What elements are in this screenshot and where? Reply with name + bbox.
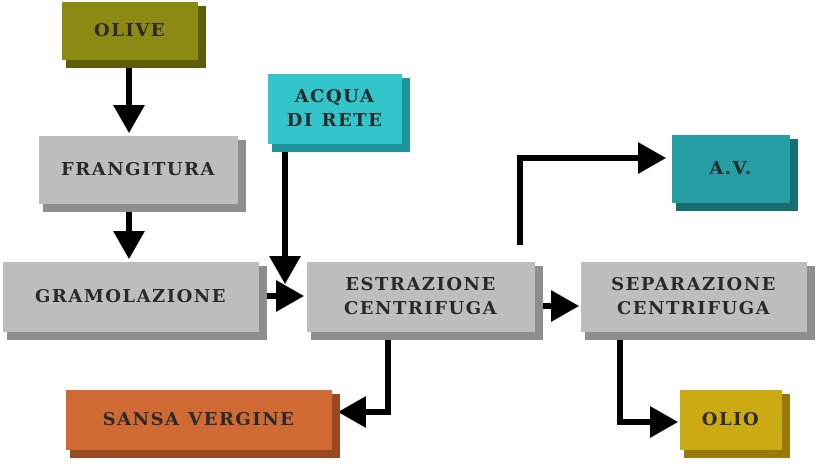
node-gramolazione-label: GRAMOLAZIONE	[3, 262, 259, 332]
node-frangitura: FRANGITURA	[39, 136, 246, 212]
node-frangitura-label: FRANGITURA	[39, 136, 238, 204]
node-olive: OLIVE	[62, 2, 206, 68]
node-acqua-di-rete-label: ACQUA DI RETE	[268, 74, 402, 144]
arrow-acqua-to-estrazione-head	[269, 256, 301, 284]
arrow-frangitura-to-gramolazione	[113, 212, 145, 259]
node-olio: OLIO	[680, 390, 790, 458]
arrow-gramolazione-to-estrazione	[266, 280, 304, 312]
node-acqua-di-rete: ACQUA DI RETE	[268, 74, 410, 152]
arrow-gramolazione-to-estrazione-head	[276, 280, 304, 312]
node-separazione-centrifuga-label: SEPARAZIONE CENTRIFUGA	[581, 262, 807, 332]
node-sansa-vergine: SANSA VERGINE	[66, 390, 340, 458]
node-olive-label: OLIVE	[62, 2, 198, 60]
arrow-estrazione-to-av	[517, 142, 666, 245]
arrow-estrazione-to-sansa	[338, 338, 391, 428]
arrow-estrazione-to-separazione-head	[551, 290, 579, 322]
arrow-olive-to-frangitura	[113, 66, 145, 133]
arrow-olive-to-frangitura-head	[113, 105, 145, 133]
node-av: A.V.	[672, 135, 798, 211]
node-av-label: A.V.	[672, 135, 790, 203]
node-sansa-vergine-label: SANSA VERGINE	[66, 390, 332, 450]
arrow-frangitura-to-gramolazione-head	[113, 231, 145, 259]
arrow-estrazione-to-sansa-head	[338, 396, 366, 428]
node-estrazione-centrifuga-label: ESTRAZIONE CENTRIFUGA	[307, 262, 535, 332]
node-separazione-centrifuga: SEPARAZIONE CENTRIFUGA	[581, 262, 815, 340]
node-estrazione-centrifuga: ESTRAZIONE CENTRIFUGA	[307, 262, 543, 340]
arrow-acqua-to-estrazione	[269, 152, 301, 284]
arrow-estrazione-to-separazione	[542, 290, 579, 322]
node-olio-label: OLIO	[680, 390, 782, 450]
arrow-separazione-to-olio	[617, 338, 678, 438]
node-gramolazione: GRAMOLAZIONE	[3, 262, 267, 340]
arrow-separazione-to-olio-head	[650, 406, 678, 438]
arrow-estrazione-to-av-head	[638, 142, 666, 174]
